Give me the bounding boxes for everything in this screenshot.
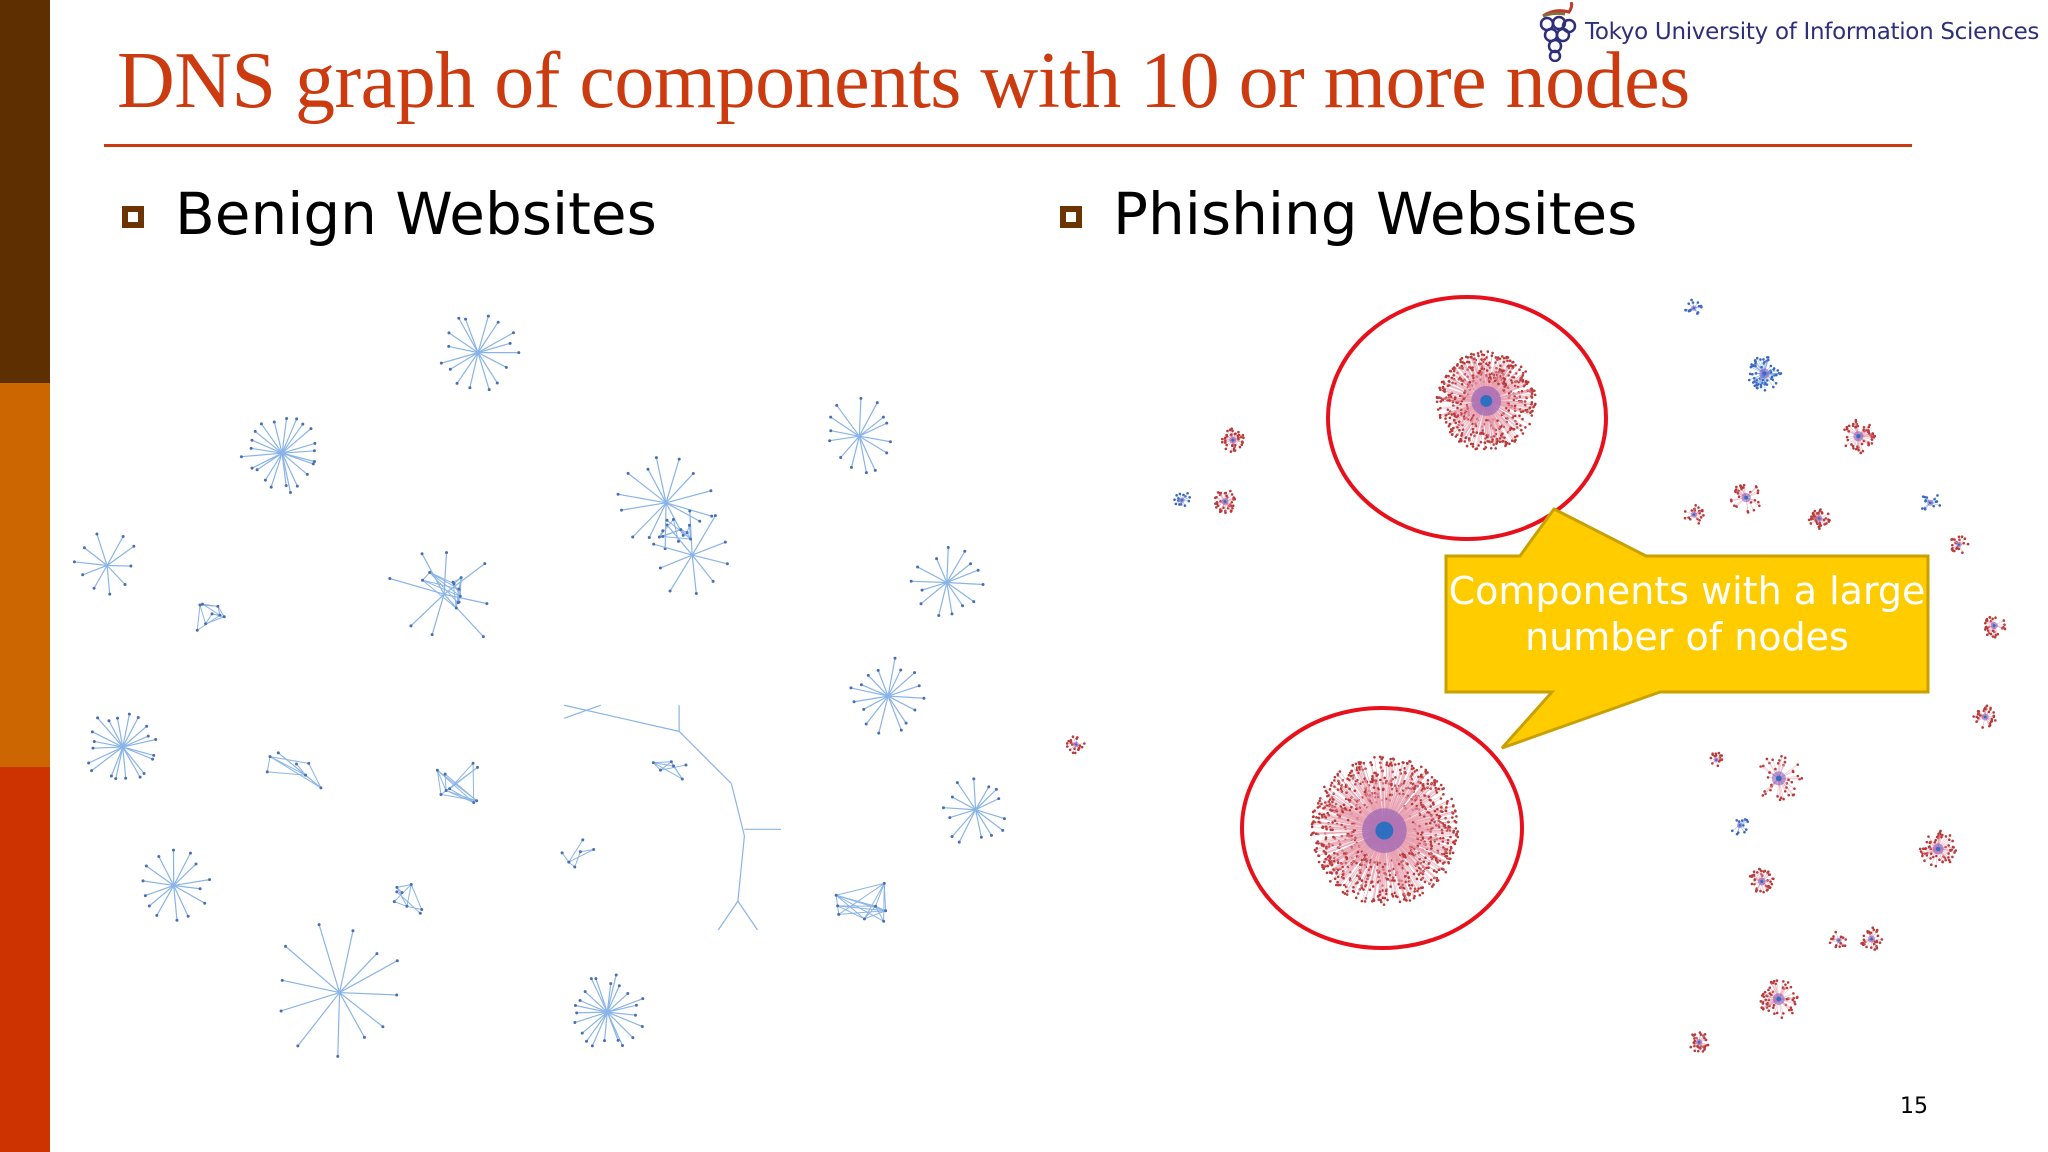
highlight-circle-top (1326, 295, 1608, 541)
graph-component (1684, 298, 1703, 315)
phishing-heading: Phishing Websites (1113, 180, 1638, 248)
graph-component (1807, 508, 1831, 530)
graph-component (1759, 979, 1799, 1019)
page-number: 15 (1900, 1094, 1928, 1119)
graph-component (560, 838, 596, 869)
graph-component (616, 456, 714, 551)
graph-component (941, 777, 1006, 844)
graph-component (1213, 489, 1237, 515)
graph-component (87, 712, 158, 781)
graph-component (1918, 829, 1958, 868)
graph-component (828, 396, 892, 475)
graph-component (651, 760, 688, 781)
graph-component (1309, 755, 1460, 906)
graph-component (849, 656, 926, 735)
graph-edge (564, 704, 680, 732)
graph-edge (563, 704, 601, 719)
graph-component (1759, 754, 1804, 802)
graph-component (1065, 735, 1086, 755)
graph-component (435, 761, 480, 805)
graph-component (141, 848, 212, 922)
accent-bar-red (0, 767, 50, 1152)
graph-component (195, 602, 226, 632)
graph-component (1709, 751, 1724, 768)
graph-component (72, 532, 136, 596)
graph-component (1689, 1031, 1710, 1053)
graph-component (573, 973, 645, 1048)
benign-heading: Benign Websites (175, 180, 657, 248)
university-logo: Tokyo University of Information Sciences (1535, 2, 2039, 62)
logo-text: Tokyo University of Information Sciences (1585, 19, 2040, 45)
graph-component (652, 509, 729, 595)
graph-component (1173, 491, 1191, 507)
graph-component (1920, 494, 1942, 511)
graph-component (279, 923, 399, 1058)
graph-component (1860, 926, 1884, 951)
graph-edge (737, 835, 746, 902)
phishing-graph (1065, 298, 2007, 1053)
callout-box (1444, 507, 1930, 750)
graph-component (1950, 535, 1970, 554)
grape-logo-icon (1539, 2, 1577, 62)
graph-component (1748, 867, 1775, 894)
graph-component (834, 881, 888, 923)
graph-component (1828, 930, 1847, 949)
graph-component (1983, 616, 2007, 639)
graph-component (909, 545, 985, 618)
graph-component (421, 570, 463, 610)
graph-component (239, 416, 317, 495)
title-divider (104, 144, 1912, 147)
accent-bar-dark (0, 0, 50, 383)
graph-edge (678, 730, 732, 785)
graph-edge (730, 783, 746, 836)
graph-edge (737, 900, 758, 931)
graph-edge (717, 900, 739, 931)
graph-component (388, 551, 489, 639)
square-bullet-icon (122, 206, 144, 228)
accent-bar-orange (0, 383, 50, 767)
square-bullet-icon (1060, 206, 1082, 228)
highlight-circle-bottom (1240, 706, 1524, 950)
graph-component (1683, 504, 1705, 525)
benign-graph (72, 314, 1006, 1058)
graph-component (1729, 483, 1761, 514)
graph-component (1747, 355, 1783, 392)
graph-component (1435, 350, 1537, 451)
graph-component (1972, 704, 1997, 729)
graph-component (1843, 418, 1876, 455)
graph-component (1730, 818, 1750, 836)
graph-component (657, 517, 693, 543)
slide-title: DNS graph of components with 10 or more … (117, 37, 1690, 125)
graph-component (439, 314, 521, 392)
graph-component (265, 751, 323, 790)
graph-component (1220, 427, 1245, 453)
graph-component (392, 882, 424, 915)
callout-text: Components with a large number of nodes (1448, 569, 1926, 659)
